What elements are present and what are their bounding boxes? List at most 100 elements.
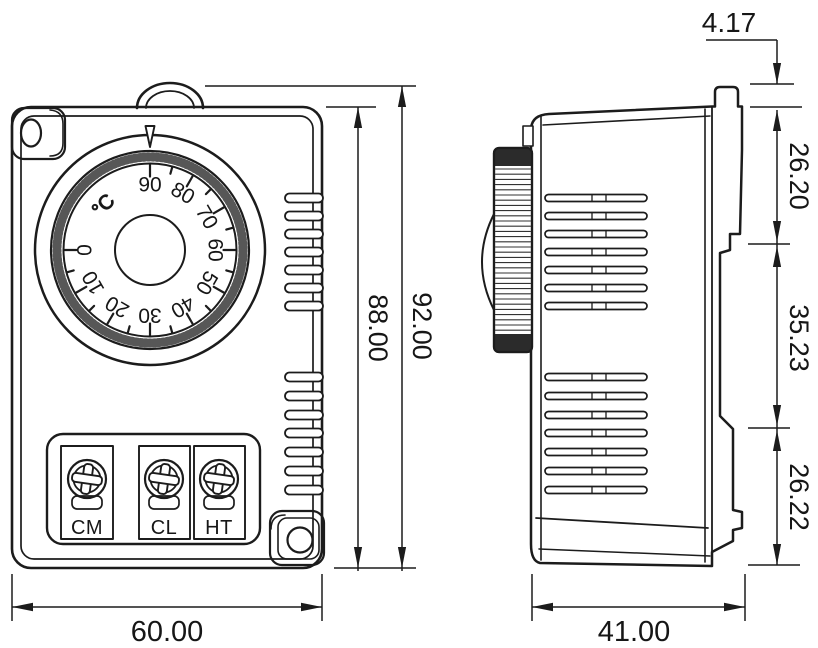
terminal-cell-cl xyxy=(138,445,191,540)
vent-fin xyxy=(544,410,648,420)
vent-slot xyxy=(284,446,324,458)
arrowhead-down xyxy=(772,63,782,84)
knob-dome-profile xyxy=(481,213,495,311)
terminal-label-cl: CL xyxy=(151,517,178,539)
dim-height-88: 88.00 xyxy=(326,106,393,571)
bottom-lip-line-b xyxy=(538,548,711,557)
dim-depth-41: 41.00 xyxy=(531,574,746,648)
dial-number: 60 xyxy=(204,238,227,261)
screw-terminal xyxy=(66,458,108,510)
dim-section-top-label: 26.20 xyxy=(784,142,814,210)
knob-shade-top xyxy=(495,149,531,166)
dim-height-92: 92.00 xyxy=(205,85,437,571)
arrowhead-left xyxy=(12,602,33,612)
ventilation-fins-side xyxy=(544,193,648,495)
vent-slot xyxy=(284,246,324,258)
vent-fin xyxy=(544,265,648,275)
terminal-label-ht: HT xyxy=(205,517,233,539)
dial-tick xyxy=(88,304,96,312)
mounting-hole-oval xyxy=(19,118,43,148)
housing-outline xyxy=(10,105,324,570)
arrowhead-down xyxy=(772,405,782,426)
dial-tick xyxy=(185,174,195,188)
vent-slot xyxy=(284,371,324,383)
dial-tick-marks xyxy=(62,162,238,338)
clamp-washer xyxy=(71,495,103,510)
dial-pointer-icon xyxy=(144,125,156,148)
arrowhead-right xyxy=(724,602,745,612)
dial-tick xyxy=(204,188,212,196)
dial-number: 10 xyxy=(78,267,110,299)
vent-fin xyxy=(544,283,648,293)
dial-tick xyxy=(185,312,195,326)
hanging-loop-outer xyxy=(135,81,205,110)
screw-terminal xyxy=(143,458,185,510)
arrowhead-right xyxy=(301,602,322,612)
cross-bar xyxy=(148,471,180,487)
mounting-tab-bottom-right xyxy=(268,509,326,567)
screw-terminal xyxy=(198,458,240,510)
dial-number: 70 xyxy=(191,202,223,234)
dial-number: 80 xyxy=(167,178,199,210)
dial-tick xyxy=(169,165,174,175)
dim-tab-4-17: 4.17 xyxy=(702,7,802,108)
vent-slot xyxy=(284,210,324,222)
arrowhead-down xyxy=(772,544,782,565)
side-view xyxy=(481,85,744,568)
arrowhead-up xyxy=(397,86,407,107)
vent-fin xyxy=(544,229,648,239)
hanging-loop-inner xyxy=(145,90,195,109)
phillips-cross-icon xyxy=(203,463,235,495)
phillips-cross-icon xyxy=(148,463,180,495)
arrowhead-down xyxy=(353,547,363,568)
arrowhead-down xyxy=(772,221,782,242)
mounting-tab-top-left xyxy=(10,106,67,161)
vent-slot xyxy=(284,264,324,276)
dial-tick xyxy=(225,269,235,274)
vent-fin xyxy=(544,428,648,438)
terminal-block: CM CL HT xyxy=(45,432,262,546)
vent-fin xyxy=(544,485,648,495)
ventilation-slots-front xyxy=(284,192,324,496)
mounting-hole-round xyxy=(286,526,314,554)
dial-tick xyxy=(212,285,226,295)
vent-slot xyxy=(284,228,324,240)
dim-section-mid-label: 35.23 xyxy=(784,304,814,372)
vent-slot xyxy=(284,484,324,496)
arrowhead-up xyxy=(772,246,782,267)
terminal-cell-cm xyxy=(60,445,114,540)
clamp-washer xyxy=(203,495,235,510)
clamp-washer xyxy=(148,495,180,510)
dim-tab-label: 4.17 xyxy=(702,7,757,38)
cross-bar xyxy=(203,471,235,487)
vent-slot xyxy=(284,427,324,439)
dim-height-total-label: 92.00 xyxy=(407,292,437,360)
vent-fin xyxy=(544,193,648,203)
arrowhead-up xyxy=(772,110,782,131)
dial-hub xyxy=(114,214,186,286)
dim-depth-label: 41.00 xyxy=(598,616,671,648)
dial-tick xyxy=(212,205,226,215)
cross-bar xyxy=(71,471,103,487)
housing-inner-edge xyxy=(20,115,314,560)
knob-shade-bottom xyxy=(495,334,531,351)
arrowhead-up xyxy=(353,107,363,128)
knurled-ring-outer xyxy=(49,149,251,351)
vent-slot xyxy=(284,390,324,402)
dial-number: 20 xyxy=(102,291,134,323)
arrowhead-down xyxy=(397,547,407,568)
dial-number: 30 xyxy=(138,304,161,327)
vent-fin xyxy=(544,372,648,382)
dial-number: 40 xyxy=(167,291,199,323)
dial-tick xyxy=(74,285,88,295)
terminal-cell-ht xyxy=(193,445,246,540)
dial-tick xyxy=(126,325,131,335)
dial-number: 0 xyxy=(73,244,96,256)
knurled-ring-texture xyxy=(52,152,248,348)
terminal-screws xyxy=(66,458,240,510)
phillips-cross-icon xyxy=(71,463,103,495)
dim-height-body-label: 88.00 xyxy=(363,294,393,362)
